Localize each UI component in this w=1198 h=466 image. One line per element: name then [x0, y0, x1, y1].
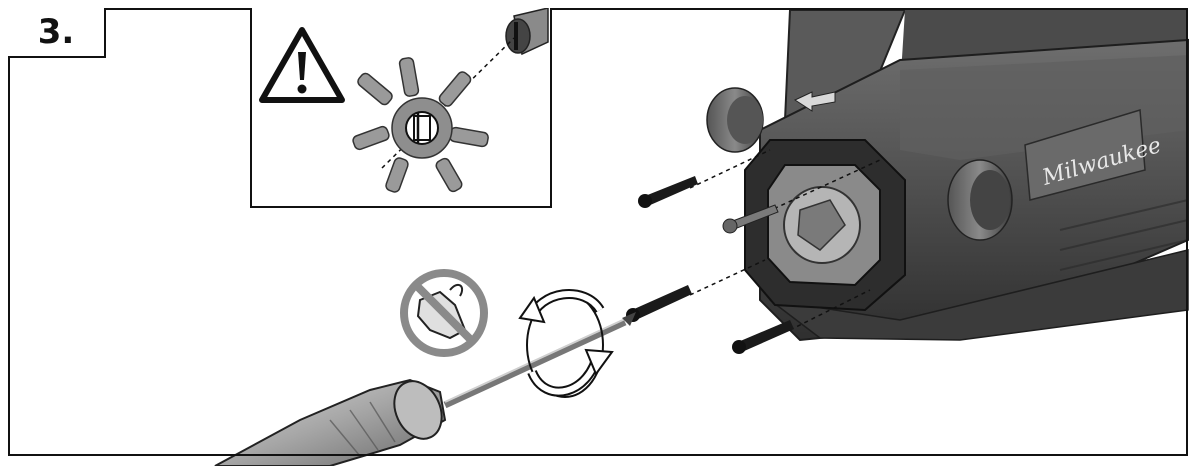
- instruction-frame: [8, 8, 1188, 456]
- impeller-housing: [744, 139, 906, 312]
- no-lubricant-prohibition-icon: [400, 269, 488, 357]
- step-number-text: 3.: [37, 12, 75, 52]
- inset-illustration: [259, 8, 549, 193]
- motor-shaft: [505, 8, 549, 56]
- screwdriver: [214, 312, 636, 466]
- warning-triangle-icon: [259, 27, 345, 103]
- screw-middle: [722, 204, 779, 234]
- impeller: [352, 57, 489, 193]
- warning-inset: [250, 8, 552, 208]
- rotate-clockwise-icon: [518, 289, 614, 398]
- alignment-line: [381, 37, 515, 169]
- screws: [626, 149, 881, 354]
- screw-top-left: [638, 176, 698, 208]
- screw-bottom: [732, 320, 794, 354]
- step-number: 3.: [8, 8, 106, 58]
